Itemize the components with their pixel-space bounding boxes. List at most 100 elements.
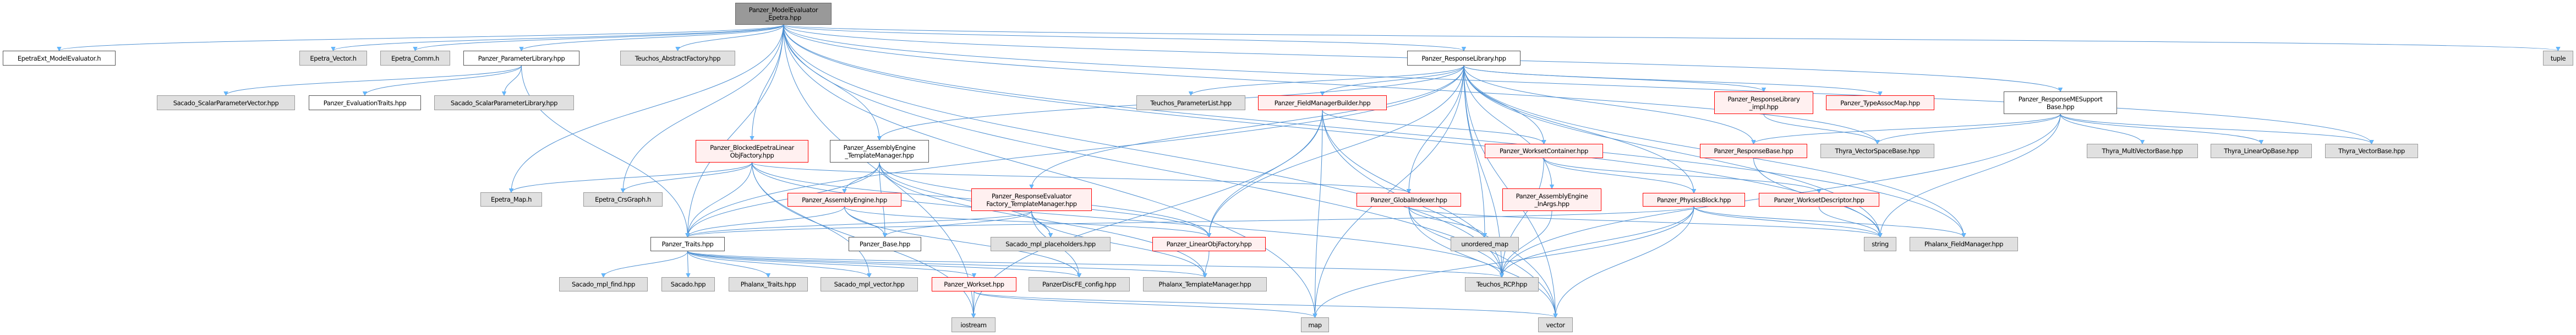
edge-wsc-to-pb [1544,158,1694,193]
edge-pb-to-pfm [1693,206,1964,237]
edge-paramlib-to-evaltraits [365,65,522,95]
edge-fmb-to-map [1315,110,1323,317]
edge-me-to-rcp [783,24,1502,277]
edge-me-to-ecrs [623,24,784,192]
edge-blocked-to-emap [511,162,752,192]
node-gi[interactable]: Panzer_GlobalIndexer.hpp [1357,193,1461,207]
edge-resplib-to-aeinargs [1463,65,1552,188]
node-evec[interactable]: Epetra_Vector.h [299,51,367,66]
node-thyralob[interactable]: Thyra_LinearOpBase.hpp [2211,144,2312,158]
node-epetraext[interactable]: EpetraExt_ModelEvaluator.h [3,51,116,66]
node-aetm[interactable]: Panzer_AssemblyEngine _TemplateManager.h… [830,140,929,163]
node-resplib[interactable]: Panzer_ResponseLibrary.hpp [1407,51,1521,66]
edge-retm-to-traits [688,210,1032,237]
edge-resplib-to-wsc [1463,65,1544,144]
edge-me-to-evec [333,24,784,51]
node-evaltraits[interactable]: Panzer_EvaluationTraits.hpp [309,95,421,110]
edge-gi-to-umap [1408,206,1485,237]
edge-me-to-map [783,24,1315,317]
node-absfactory[interactable]: Teuchos_AbstractFactory.hpp [620,51,735,66]
edge-pb-to-map [1315,206,1694,317]
node-typeassoc[interactable]: Panzer_TypeAssocMap.hpp [1826,95,1934,110]
edge-rlimpl-to-thyravsb [1763,114,1878,144]
edge-fmb-to-lof [1209,110,1323,237]
node-fmb[interactable]: Panzer_FieldManagerBuilder.hpp [1258,95,1387,110]
node-emap[interactable]: Epetra_Map.h [480,192,542,207]
node-mplfind[interactable]: Sacado_mpl_find.hpp [559,277,648,291]
edge-retm-to-base [885,210,1032,237]
edge-pb-to-traits [688,206,1694,237]
edge-pb-to-string [1693,206,1880,237]
edge-resplib-to-lof [1209,65,1464,237]
edge-resplib-to-respbase [1463,65,1754,144]
node-lof[interactable]: Panzer_LinearObjFactory.hpp [1152,237,1266,251]
edge-traits-to-workset [687,251,975,277]
node-phxtm[interactable]: Phalanx_TemplateManager.hpp [1143,277,1267,291]
node-tuple[interactable]: tuple [2543,51,2573,66]
edge-resplib-to-retm [1032,65,1464,188]
edge-wsc-to-wsd [1544,158,1819,193]
node-phxtraits[interactable]: Phalanx_Traits.hpp [729,277,808,291]
node-traits[interactable]: Panzer_Traits.hpp [650,237,725,251]
node-base[interactable]: Panzer_Base.hpp [849,237,921,251]
edge-mesupport-to-thyravsb [1878,114,2061,144]
edge-aetm-to-phxtm [879,162,1205,277]
node-string[interactable]: string [1864,237,1896,251]
node-rlimpl[interactable]: Panzer_ResponseLibrary _impl.hpp [1714,91,1813,114]
node-mesupport[interactable]: Panzer_ResponseMESupport Base.hpp [2004,91,2117,114]
node-vector[interactable]: vector [1538,317,1573,332]
edge-paramlib-to-sspv [226,65,522,95]
node-workset[interactable]: Panzer_Workset.hpp [932,277,1016,291]
edge-retm-to-phxtm [1031,210,1205,277]
edge-aetm-to-ae [845,162,880,193]
edge-aeinargs-to-rcp [1502,210,1552,277]
node-respbase[interactable]: Panzer_ResponseBase.hpp [1700,144,1807,158]
edge-paramlib-to-traits [521,65,688,237]
edge-traits-to-phxtm [687,251,1205,277]
node-plist[interactable]: Teuchos_ParameterList.hpp [1136,95,1245,110]
edge-me-to-pfm [783,24,1964,237]
node-sacado[interactable]: Sacado.hpp [661,277,715,291]
node-paramlib[interactable]: Panzer_ParameterLibrary.hpp [463,51,579,66]
node-ecomm[interactable]: Epetra_Comm.h [380,51,450,66]
edge-me-to-paramlib [522,24,784,51]
edge-me-to-thyravb [783,24,2372,144]
node-rcp[interactable]: Teuchos_RCP.hpp [1465,277,1539,291]
edge-traits-to-phxtraits [687,251,769,277]
edge-wsd-to-string [1819,206,1880,237]
node-wsc[interactable]: Panzer_WorksetContainer.hpp [1485,144,1603,158]
node-discfe[interactable]: PanzerDiscFE_config.hpp [1029,277,1130,291]
edge-me-to-ecomm [415,24,784,51]
node-me[interactable]: Panzer_ModelEvaluator _Epetra.hpp [735,3,832,25]
node-pfm[interactable]: Phalanx_FieldManager.hpp [1910,237,2018,251]
edge-me-to-epetraext [59,24,784,51]
node-thyravsb[interactable]: Thyra_VectorSpaceBase.hpp [1820,144,1934,158]
edge-fmb-to-vector [1322,110,1556,317]
node-map[interactable]: map [1301,317,1329,332]
edge-ae-to-traits [688,206,845,237]
node-thyravb[interactable]: Thyra_VectorBase.hpp [2325,144,2418,158]
node-blocked[interactable]: Panzer_BlockedEpetraLinear ObjFactory.hp… [696,140,808,163]
node-pb[interactable]: Panzer_PhysicsBlock.hpp [1643,193,1745,207]
edge-resplib-to-map [1315,65,1464,317]
edge-me-to-iostream [783,24,974,317]
edge-resplib-to-gi [1409,65,1464,193]
node-aeinargs[interactable]: Panzer_AssemblyEngine _InArgs.hpp [1502,188,1601,211]
edge-lof-to-phxtm [1205,251,1210,277]
node-ae[interactable]: Panzer_AssemblyEngine.hpp [787,193,901,207]
node-wsd[interactable]: Panzer_WorksetDescriptor.hpp [1759,193,1879,207]
edge-resplib-to-typeassoc [1463,65,1880,95]
node-sspv[interactable]: Sacado_ScalarParameterVector.hpp [157,95,295,110]
edge-workset-to-vector [973,291,1556,317]
node-iostream[interactable]: iostream [951,317,996,332]
node-mplvector[interactable]: Sacado_mpl_vector.hpp [821,277,918,291]
node-umap[interactable]: unordered_map [1451,237,1519,251]
node-placeholders[interactable]: Sacado_mpl_placeholders.hpp [991,237,1111,251]
node-sspl[interactable]: Sacado_ScalarParameterLibrary.hpp [434,95,574,110]
edge-gi-to-string [1408,206,1880,237]
node-thyramvb[interactable]: Thyra_MultiVectorBase.hpp [2087,144,2198,158]
node-retm[interactable]: Panzer_ResponseEvaluator Factory_Templat… [971,188,1092,211]
node-ecrs[interactable]: Epetra_CrsGraph.h [583,192,663,207]
edge-resplib-to-traits [688,65,1464,237]
